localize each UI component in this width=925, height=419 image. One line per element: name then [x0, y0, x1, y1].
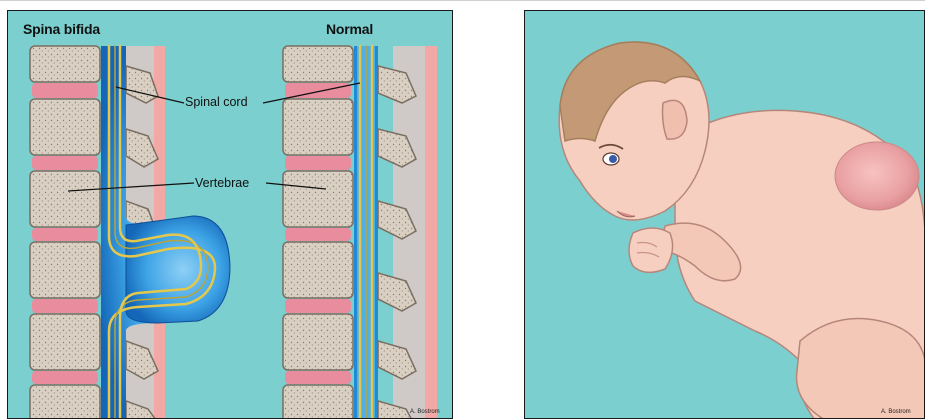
spine-illustration: [8, 11, 453, 419]
skin-strip: [423, 46, 437, 419]
label-spinal-cord: Spinal cord: [185, 95, 248, 109]
normal-spine: [283, 46, 437, 419]
infant-hand: [629, 228, 673, 272]
artist-credit: A. Bostrom: [881, 409, 911, 415]
infant-leg: [797, 319, 925, 419]
title-normal: Normal: [326, 21, 373, 37]
infant-ear: [663, 100, 688, 139]
spina-bifida-lesion: [835, 142, 919, 210]
infant-illustration-panel: A. Bostrom: [524, 10, 925, 419]
spine-comparison-diagram: Spina bifida Normal Spinal cord Vertebra…: [7, 10, 453, 419]
infant-figure: [559, 42, 925, 419]
label-vertebrae: Vertebrae: [195, 176, 249, 190]
artist-credit: A. Bostrom: [410, 409, 440, 415]
top-rule: [0, 0, 925, 1]
infant-illustration: [525, 11, 925, 419]
title-spina-bifida: Spina bifida: [23, 21, 100, 37]
